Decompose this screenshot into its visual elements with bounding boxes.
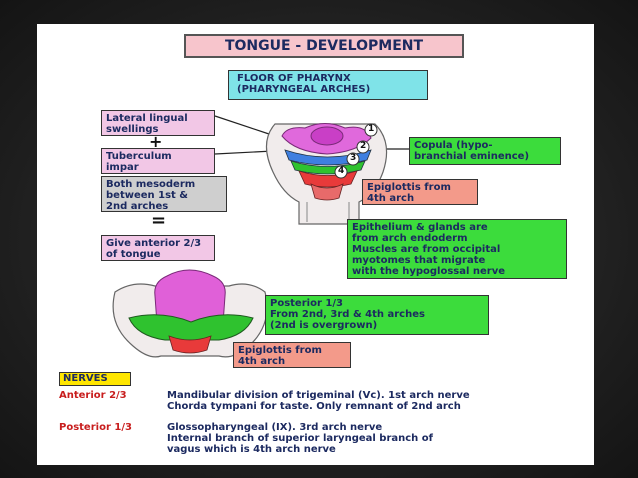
plus-sign: + xyxy=(149,132,163,151)
arch-number-3: 3 xyxy=(350,153,357,163)
pharynx-floor-diagram xyxy=(265,123,388,225)
anterior-result-label: Give anterior 2/3 of tongue xyxy=(101,235,215,261)
tuberculum-label: Tuberculum impar xyxy=(101,148,215,174)
slide-title: TONGUE - DEVELOPMENT xyxy=(184,34,464,58)
copula-label: Copula (hypo- branchial eminence) xyxy=(409,137,561,165)
arch-number-4: 4 xyxy=(338,166,345,176)
tongue-illustrations xyxy=(112,115,409,358)
posterior-nerve-label: Posterior 1/3 xyxy=(59,422,132,433)
lateral-lingual-label: Lateral lingual swellings xyxy=(101,110,215,136)
epiglottis-bottom-label: Epiglottis from 4th arch xyxy=(233,342,351,368)
arch-number-2: 2 xyxy=(360,141,367,151)
floor-pharynx-label: FLOOR OF PHARYNX (PHARYNGEAL ARCHES) xyxy=(228,70,428,100)
arch-number-markers xyxy=(334,123,378,179)
anterior-nerve-text: Mandibular division of trigeminal (Vc). … xyxy=(167,390,470,412)
epiglottis-top-label: Epiglottis from 4th arch xyxy=(362,179,478,205)
nerves-heading: NERVES xyxy=(59,372,131,386)
equals-sign: = xyxy=(151,210,167,231)
mesoderm-label: Both mesoderm between 1st & 2nd arches xyxy=(101,176,227,212)
tongue-diagram xyxy=(112,269,268,358)
posterior-label: Posterior 1/3 From 2nd, 3rd & 4th arches… xyxy=(265,295,489,335)
connector-lateral xyxy=(214,115,270,135)
epithelium-label: Epithelium & glands are from arch endode… xyxy=(347,219,567,279)
arch-number-1: 1 xyxy=(368,124,375,134)
posterior-nerve-text: Glossopharyngeal (IX). 3rd arch nerve In… xyxy=(167,422,434,455)
slide: TONGUE - DEVELOPMENT FLOOR OF PHARYNX (P… xyxy=(37,24,594,465)
anterior-nerve-label: Anterior 2/3 xyxy=(59,390,127,401)
